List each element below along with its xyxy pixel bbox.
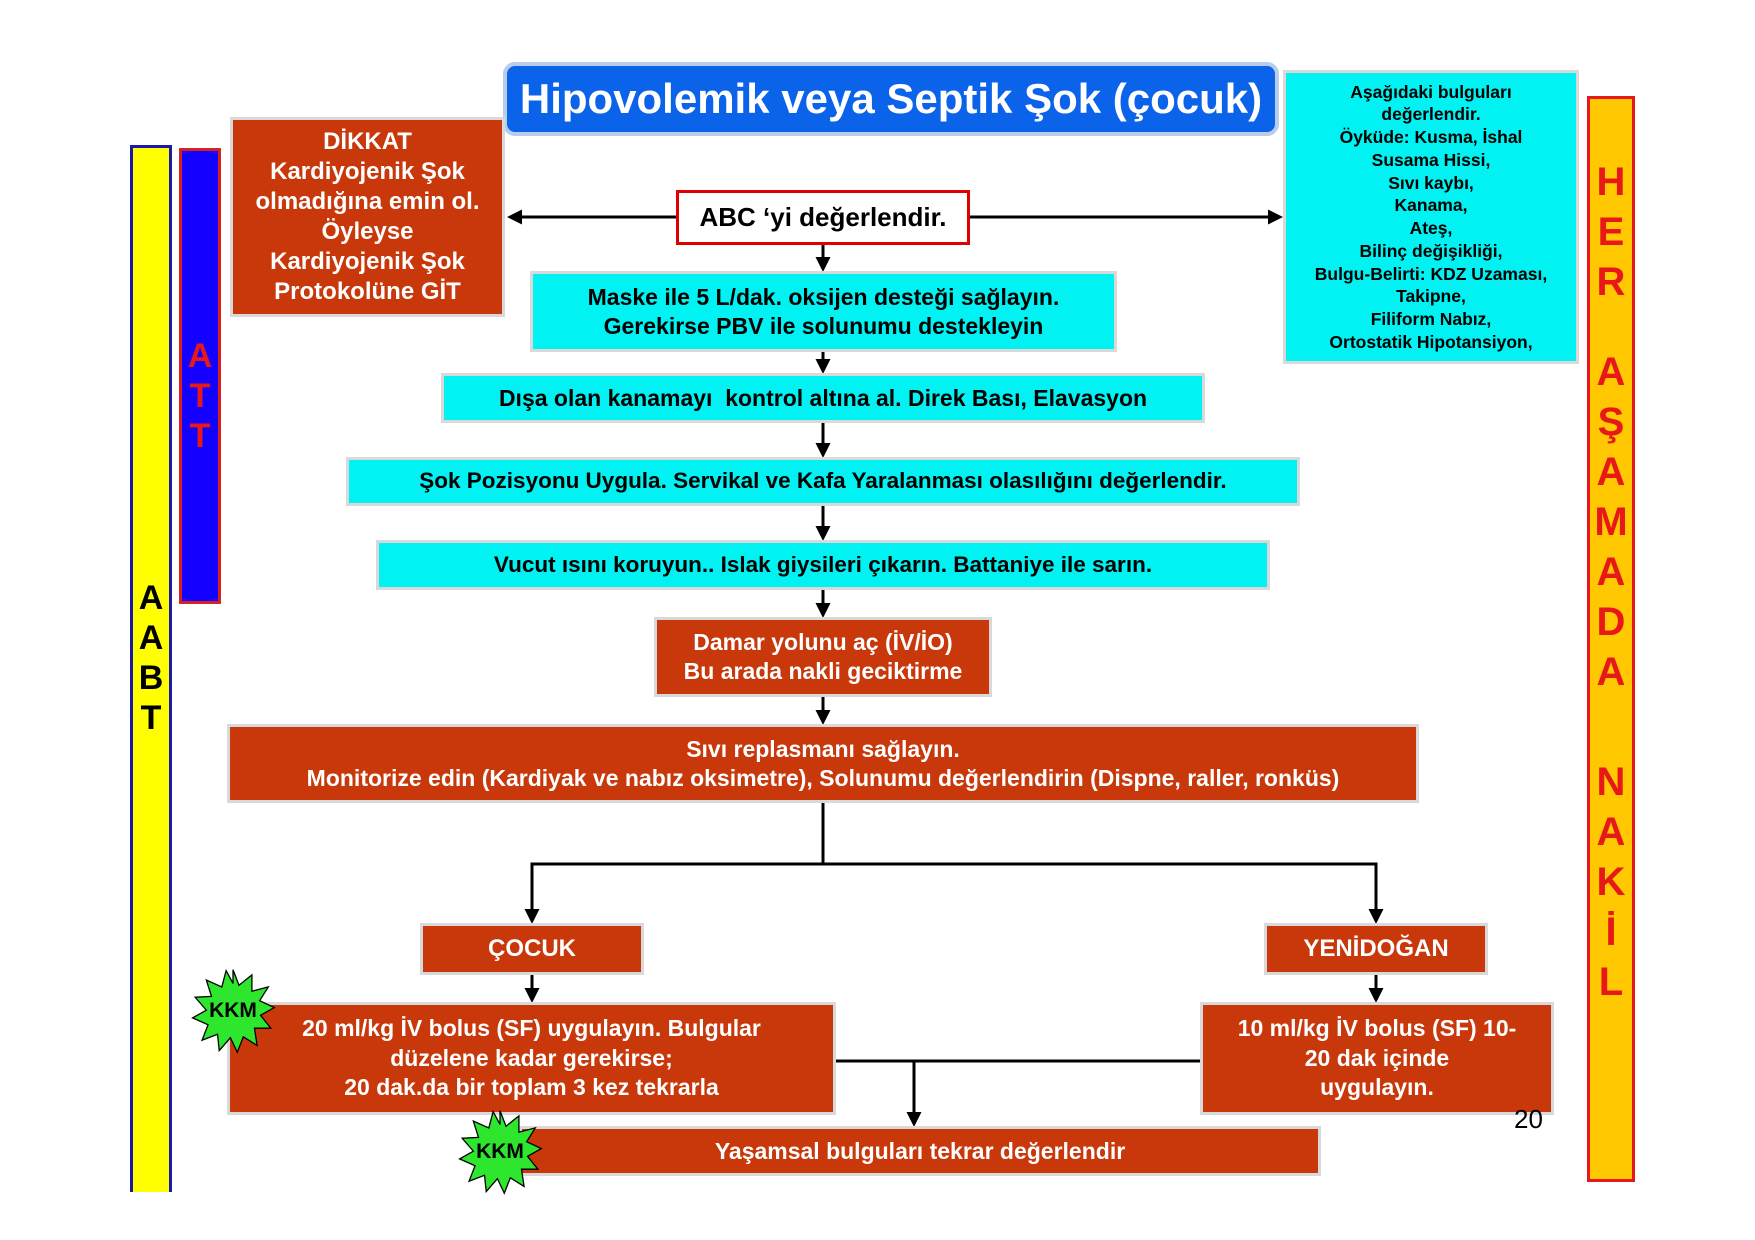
oxygen-line: Maske ile 5 L/dak. oksijen desteği sağla… (587, 283, 1060, 310)
nakil-letter: Ş (1597, 400, 1625, 444)
nakil-letter: H (1596, 160, 1626, 204)
newborn-box: YENİDOĞAN (1264, 923, 1488, 975)
nakil-letter: A (1596, 450, 1626, 494)
bleeding-label: Dışa olan kanamayı kontrol altına al. Di… (498, 384, 1148, 411)
bulgular-line: Bulgu-Belirti: KDZ Uzaması, (1314, 263, 1548, 284)
vitals-box: Yaşamsal bulguları tekrar değerlendir (519, 1126, 1321, 1176)
position-label: Şok Pozisyonu Uygula. Servikal ve Kafa Y… (419, 468, 1227, 494)
aabt-letter: B (138, 659, 164, 697)
oxygen-box: Maske ile 5 L/dak. oksijen desteği sağla… (530, 271, 1117, 352)
bulgular-line: değerlendir. (1381, 104, 1481, 125)
abc-box: ABC ‘yi değerlendir. (676, 190, 970, 245)
bulgular-line: Filiform Nabız, (1370, 309, 1492, 329)
newborn-label: YENİDOĞAN (1303, 935, 1449, 962)
kkm-label: KKM (476, 1140, 524, 1163)
kkm-label: KKM (209, 999, 257, 1022)
newborn-bolus-line: uygulayın. (1320, 1074, 1434, 1101)
nakil-letter: İ (1605, 910, 1617, 954)
dikkat-line: DİKKAT (323, 128, 412, 155)
nakil-letter: R (1596, 260, 1626, 304)
aabt-bar: A A B T (130, 145, 172, 1192)
bulgular-line: Aşağıdaki bulguları (1350, 81, 1512, 102)
dikkat-box: DİKKAT Kardiyojenik Şok olmadığına emin … (230, 117, 505, 317)
position-box: Şok Pozisyonu Uygula. Servikal ve Kafa Y… (346, 457, 1300, 506)
newborn-bolus-box: 10 ml/kg İV bolus (SF) 10- 20 dak içinde… (1200, 1002, 1554, 1115)
fluid-line: Monitorize edin (Kardiyak ve nabız oksim… (306, 764, 1340, 791)
aabt-letter: A (138, 619, 164, 657)
child-bolus-line: düzelene kadar gerekirse; (390, 1044, 673, 1071)
iv-line: Damar yolunu aç (İV/İO) (693, 629, 953, 656)
dikkat-line: Protokolüne GİT (274, 278, 461, 305)
starburst-icon (458, 1109, 543, 1195)
bulgular-box: Aşağıdaki bulguları değerlendir. Öyküde:… (1283, 70, 1579, 364)
aabt-letter: T (140, 699, 162, 737)
abc-label: ABC ‘yi değerlendir. (699, 202, 947, 233)
nakil-letter: A (1596, 810, 1626, 854)
dikkat-line: Kardiyojenik Şok (270, 248, 465, 275)
att-bar: A T T (179, 148, 221, 604)
nakil-letter: E (1597, 210, 1625, 254)
dikkat-line: Kardiyojenik Şok (270, 158, 465, 185)
oxygen-line: Gerekirse PBV ile solunumu destekleyin (603, 312, 1044, 339)
warm-box: Vucut ısını koruyun.. Islak giysileri çı… (376, 540, 1270, 590)
aabt-letter: A (138, 579, 164, 617)
bulgular-line: Bilinç değişikliği, (1359, 240, 1503, 261)
bulgular-line: Kanama, (1394, 195, 1468, 216)
bulgular-line: Sıvı kaybı, (1388, 172, 1474, 193)
nakil-letter: A (1596, 550, 1626, 594)
warm-label: Vucut ısını koruyun.. Islak giysileri çı… (493, 551, 1153, 577)
branch-line (524, 803, 825, 924)
iv-line: Bu arada nakli geciktirme (683, 658, 963, 684)
iv-box: Damar yolunu aç (İV/İO) Bu arada nakli g… (654, 617, 992, 697)
fluid-line: Sıvı replasmanı sağlayın. (686, 735, 960, 762)
page-number: 20 (1514, 1104, 1543, 1134)
child-bolus-line: 20 dak.da bir toplam 3 kez tekrarla (344, 1074, 719, 1101)
bleeding-box: Dışa olan kanamayı kontrol altına al. Di… (441, 373, 1205, 423)
att-letter: T (189, 417, 211, 455)
her-asamada-nakil-bar: H E R A Ş A M A D A N A K İ L (1587, 96, 1635, 1182)
dikkat-line: olmadığına emin ol. (255, 188, 480, 215)
nakil-letter: L (1598, 960, 1624, 1004)
att-letter: A (187, 337, 213, 375)
child-bolus-line: 20 ml/kg İV bolus (SF) uygulayın. Bulgul… (302, 1014, 761, 1041)
att-letter: T (189, 377, 211, 415)
bulgular-line: Ateş, (1409, 218, 1453, 238)
starburst-icon (191, 968, 276, 1054)
vitals-label: Yaşamsal bulguları tekrar değerlendir (714, 1137, 1126, 1164)
nakil-letter: K (1596, 860, 1626, 904)
child-label: ÇOCUK (488, 935, 576, 962)
nakil-letter: N (1596, 760, 1626, 804)
kkm-badge: KKM (190, 968, 276, 1054)
bulgular-line: Takipne, (1396, 286, 1466, 307)
dikkat-line: Öyleyse (321, 218, 414, 245)
page-title: Hipovolemik veya Septik Şok (çocuk) (503, 62, 1279, 136)
child-box: ÇOCUK (420, 923, 644, 975)
branch-line-right (823, 862, 1384, 924)
fluid-box: Sıvı replasmanı sağlayın. Monitorize edi… (227, 724, 1419, 803)
child-bolus-box: 20 ml/kg İV bolus (SF) uygulayın. Bulgul… (227, 1002, 836, 1115)
nakil-letter: A (1596, 650, 1626, 694)
kkm-badge: KKM (457, 1109, 543, 1195)
bulgular-line: Ortostatik Hipotansiyon, (1329, 331, 1533, 352)
nakil-letter: D (1596, 600, 1626, 644)
bulgular-line: Öyküde: Kusma, İshal (1339, 127, 1523, 147)
newborn-bolus-line: 10 ml/kg İV bolus (SF) 10- (1237, 1014, 1517, 1041)
nakil-letter: M (1594, 500, 1628, 544)
bulgular-line: Susama Hissi, (1371, 149, 1491, 170)
nakil-letter: A (1596, 350, 1626, 394)
newborn-bolus-line: 20 dak içinde (1304, 1044, 1450, 1071)
